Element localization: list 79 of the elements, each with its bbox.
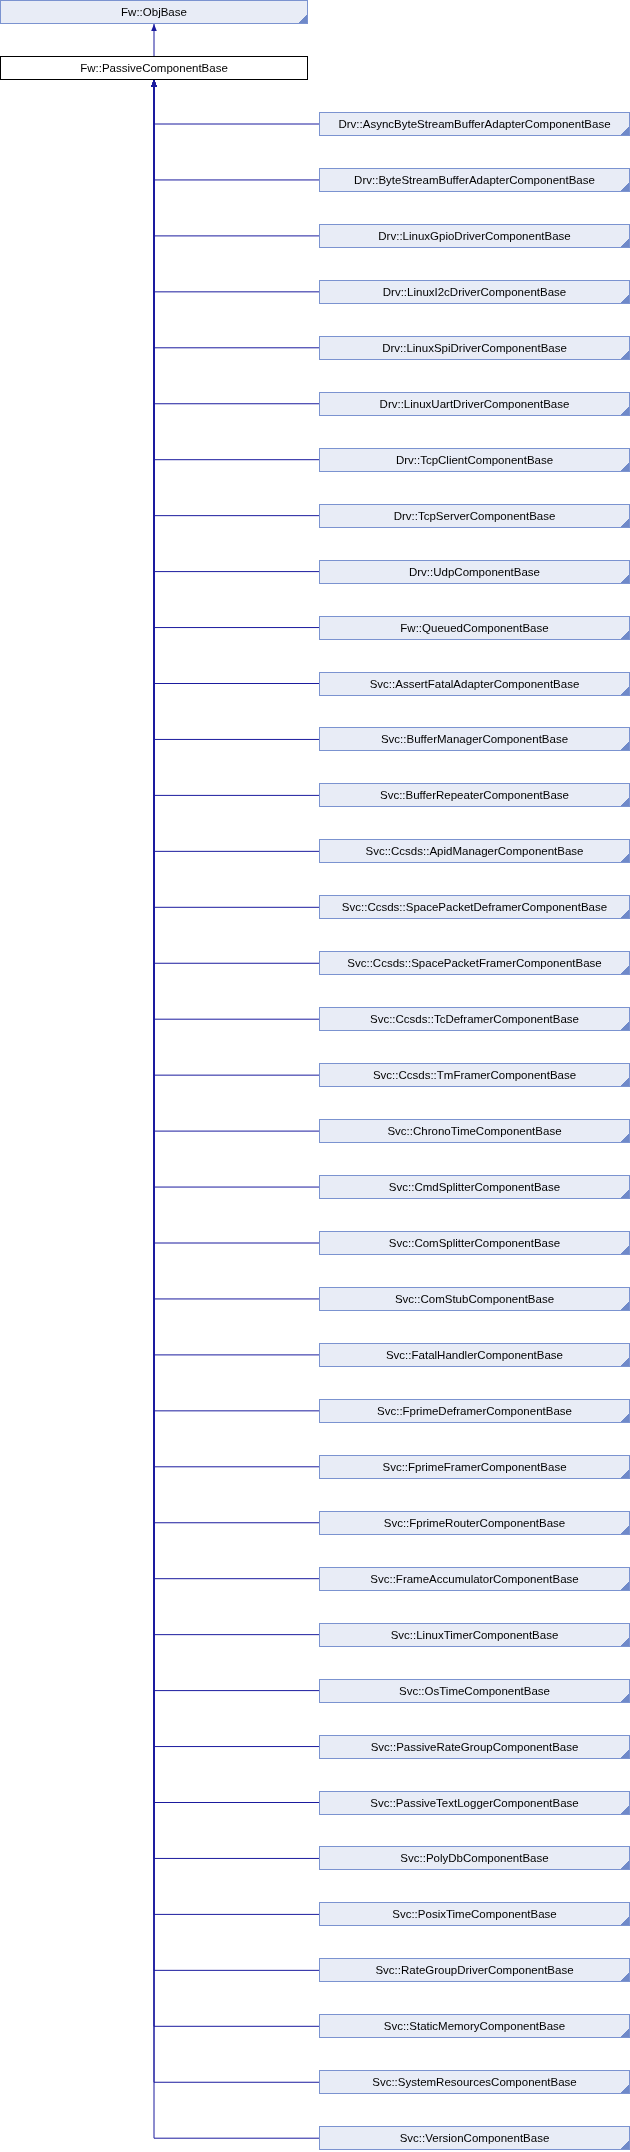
class-box <box>319 391 630 416</box>
class-box <box>319 1286 630 1311</box>
class-name: Svc::FprimeDeframerComponentBase <box>377 1404 572 1417</box>
class-box <box>319 615 630 640</box>
class-name: Svc::PassiveTextLoggerComponentBase <box>370 1796 579 1809</box>
class-box <box>319 1398 630 1423</box>
class-box <box>319 335 630 360</box>
class-name: Svc::SystemResourcesComponentBase <box>372 2076 577 2089</box>
class-box <box>319 1063 630 1088</box>
class-name: Fw::ObjBase <box>121 6 187 18</box>
class-name: Drv::ByteStreamBufferAdapterComponentBase <box>354 173 595 186</box>
class-box <box>319 1734 630 1759</box>
class-box <box>319 727 630 752</box>
class-name: Svc::Ccsds::SpacePacketDeframerComponentBase <box>341 901 608 914</box>
class-name: Svc::ChronoTimeComponentBase <box>387 1125 562 1138</box>
class-name: Svc::AssertFatalAdapterComponentBase <box>369 677 580 690</box>
class-name: Svc::VersionComponentBase <box>399 2132 550 2145</box>
class-box <box>319 223 630 248</box>
class-box <box>319 1622 630 1647</box>
class-name: Svc::ComSplitterComponentBase <box>388 1237 561 1249</box>
class-name: Drv::UdpComponentBase <box>408 565 540 578</box>
class-name: Drv::TcpClientComponentBase <box>395 453 554 466</box>
class-name: Svc::PolyDbComponentBase <box>400 1852 549 1865</box>
class-box <box>319 2070 630 2095</box>
class-box <box>319 279 630 304</box>
class-name: Drv::LinuxI2cDriverComponentBase <box>382 285 567 298</box>
class-box <box>319 1958 630 1983</box>
class-name: Svc::PosixTimeComponentBase <box>392 1908 557 1921</box>
class-name: Svc::BufferRepeaterComponentBase <box>380 789 569 802</box>
class-name: Svc::Ccsds::ApidManagerComponentBase <box>365 845 584 858</box>
class-name: Fw::PassiveComponentBase <box>80 62 228 74</box>
class-box <box>319 1678 630 1703</box>
class-box <box>319 1342 630 1367</box>
class-box <box>319 2014 630 2039</box>
class-box <box>319 167 630 192</box>
class-box <box>319 1231 630 1255</box>
class-box <box>319 671 630 696</box>
class-box <box>319 895 630 920</box>
class-name: Svc::OsTimeComponentBase <box>398 1684 551 1697</box>
class-box <box>319 503 630 528</box>
class-name: Svc::FprimeRouterComponentBase <box>383 1516 566 1529</box>
class-box <box>319 1119 630 1144</box>
class-box <box>319 2126 630 2151</box>
class-box <box>319 559 630 584</box>
class-name: Svc::PassiveRateGroupComponentBase <box>370 1740 579 1753</box>
class-box <box>319 951 630 976</box>
class-box <box>319 112 630 136</box>
class-name: Drv::AsyncByteStreamBufferAdapterComponentBase <box>338 118 611 130</box>
class-name: Svc::CmdSplitterComponentBase <box>388 1181 561 1194</box>
class-box <box>319 1175 630 1200</box>
class-name: Svc::FatalHandlerComponentBase <box>385 1348 564 1361</box>
class-box <box>319 1007 630 1032</box>
class-box <box>319 839 630 864</box>
class-name: Svc::ComStubComponentBase <box>394 1292 555 1305</box>
class-name: Drv::LinuxGpioDriverComponentBase <box>378 229 571 242</box>
class-name: Svc::Ccsds::TcDeframerComponentBase <box>370 1013 579 1026</box>
class-box <box>319 1566 630 1591</box>
class-name: Fw::QueuedComponentBase <box>400 621 549 634</box>
class-name: Svc::LinuxTimerComponentBase <box>390 1628 559 1641</box>
class-name: Drv::LinuxUartDriverComponentBase <box>379 397 570 410</box>
class-name: Drv::TcpServerComponentBase <box>393 509 556 522</box>
class-name: Svc::StaticMemoryComponentBase <box>383 2020 566 2033</box>
class-box <box>319 447 630 472</box>
class-name: Svc::BufferManagerComponentBase <box>380 733 569 746</box>
class-name: Svc::Ccsds::SpacePacketFramerComponentBase <box>347 957 602 970</box>
class-box <box>0 56 308 80</box>
class-box <box>319 1510 630 1535</box>
class-name: Svc::Ccsds::TmFramerComponentBase <box>372 1069 577 1082</box>
class-box <box>319 1790 630 1815</box>
class-name: Svc::FrameAccumulatorComponentBase <box>370 1572 579 1585</box>
class-box <box>319 1454 630 1479</box>
class-box <box>0 0 308 24</box>
class-box <box>319 1902 630 1927</box>
class-box <box>319 1846 630 1871</box>
class-box <box>319 783 630 808</box>
class-name: Drv::LinuxSpiDriverComponentBase <box>382 341 567 354</box>
class-name: Svc::FprimeFramerComponentBase <box>382 1460 567 1473</box>
class-name: Svc::RateGroupDriverComponentBase <box>375 1964 574 1977</box>
inheritance-arrow <box>151 23 157 57</box>
